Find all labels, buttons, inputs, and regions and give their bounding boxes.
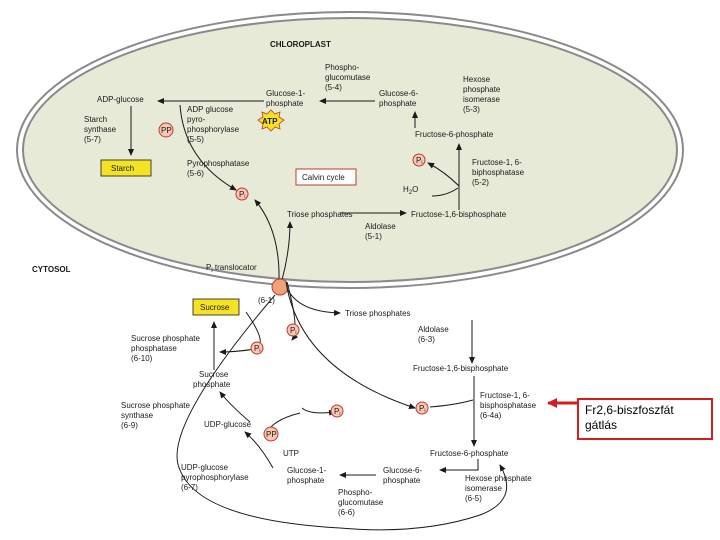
chloroplast-phosphoglucomutase-label: Phospho- glucomutase (5-4) — [325, 63, 373, 92]
phosphate-icon — [250, 341, 264, 355]
starch-box — [100, 159, 152, 177]
pyrophosphate-symbol: PP — [161, 126, 172, 135]
chloroplast-aldolase-label: Aldolase (5-1) — [365, 222, 398, 241]
callout-line-2: gátlás — [585, 418, 618, 432]
atp-label: ATP — [262, 117, 278, 126]
phosphate-symbol: Pi — [419, 404, 425, 414]
cytosol-label: CYTOSOL — [32, 265, 71, 274]
utp-label: UTP — [283, 449, 299, 458]
cytosol-fructose-1-6-bisphosphate-label: Fructose-1,6-bisphosphate — [413, 364, 509, 373]
callout-line-1: Fr2,6-biszfoszfát — [585, 403, 674, 417]
chloroplast-glucose-1-phosphate-label: Glucose-1- phosphate — [266, 89, 307, 108]
chloroplast-hexose-isomerase-label: Hexose phosphate isomerase (5-3) — [463, 75, 503, 114]
cytosol-fructose-6-phosphate-label: Fructose-6-phosphate — [430, 449, 509, 458]
pyrophosphate-icon — [263, 426, 279, 442]
phosphate-icon — [330, 404, 344, 418]
pyrophosphate-icon — [158, 122, 174, 138]
starch-synthase-label: Starch synthase (5-7) — [84, 115, 118, 144]
chloroplast-label: CHLOROPLAST — [270, 40, 331, 49]
chloroplast-fructose-1-6-bisphosphate-label: Fructose-1,6-bisphosphate — [411, 210, 507, 219]
calvin-cycle-label: Calvin cycle — [302, 173, 345, 182]
phosphate-icon — [415, 401, 429, 415]
pi-translocator-icon — [271, 278, 289, 296]
translocator-number-label: (6-1) — [258, 296, 275, 305]
cytosol-aldolase-label: Aldolase (6-3) — [418, 325, 451, 344]
water-label: H2O — [403, 185, 418, 196]
udp-glucose-pyrophosphorylase-label: UDP-glucose pyrophosphorylase (6-7) — [181, 463, 251, 492]
sucrose-box — [192, 298, 240, 316]
udp-glucose-label: UDP-glucose — [204, 420, 252, 429]
sucrose-phosphate-phosphatase-label: Sucrose phosphate phosphatase (6-10) — [131, 334, 202, 363]
chloroplast-glucose-6-phosphate-label: Glucose-6- phosphate — [379, 89, 420, 108]
cytosol-glucose-6-phosphate-label: Glucose-6- phosphate — [383, 466, 424, 485]
sucrose-phosphate-synthase-label: Sucrose phosphate synthase (6-9) — [121, 401, 192, 430]
phosphate-symbol: Pi — [239, 190, 245, 200]
pyrophosphate-symbol: PP — [266, 430, 277, 439]
phosphate-symbol: Pi — [334, 407, 340, 417]
fr26-bisphosphate-inhibition-callout: Fr2,6-biszfoszfát gátlás — [577, 398, 713, 440]
chloroplast-triose-phosphates-label: Triose phosphates — [287, 210, 353, 219]
cytosol-fructose-bisphosphatase-label: Fructose-1, 6- bisphosphatase (6-4a) — [480, 391, 538, 420]
starch-label: Starch — [111, 164, 134, 173]
chloroplast-fructose-bisphosphatase-label: Fructose-1, 6- biphosphatase (5-2) — [472, 158, 526, 187]
pi-translocator-label: Pi translocator — [206, 263, 257, 274]
chloroplast-fructose-6-phosphate-label: Fructose-6-phosphate — [415, 130, 494, 139]
phosphate-symbol: Pi — [290, 326, 296, 336]
phosphate-icon — [286, 323, 300, 337]
cytosol-glucose-1-phosphate-label: Glucose-1- phosphate — [287, 466, 328, 485]
adp-glucose-pyrophosphorylase-label: ADP glucose pyro- phosphorylase (5-5) — [187, 105, 241, 144]
cytosol-hexose-isomerase-label: Hexose phosphate isomerase (6-5) — [465, 474, 534, 503]
cytosol-triose-phosphates-label: Triose phosphates — [345, 309, 411, 318]
cytosol-phosphoglucomutase-label: Phospho- glucomutase (6-6) — [338, 488, 386, 517]
adp-glucose-label: ADP-glucose — [97, 95, 144, 104]
atp-icon — [257, 109, 285, 132]
pyrophosphatase-label: Pyrophosphatase (5-6) — [187, 159, 252, 178]
phosphate-icon — [412, 153, 426, 167]
chloroplast-arrows — [128, 98, 462, 281]
sucrose-phosphate-label: Sucrose phosphate — [193, 370, 231, 389]
phosphate-icon — [235, 187, 249, 201]
chloroplast-membrane — [16, 11, 684, 289]
sucrose-label: Sucrose — [200, 303, 230, 312]
phosphate-symbol: Pi — [254, 344, 260, 354]
phosphate-symbol: Pi — [416, 156, 422, 166]
calvin-cycle-box — [295, 168, 357, 186]
